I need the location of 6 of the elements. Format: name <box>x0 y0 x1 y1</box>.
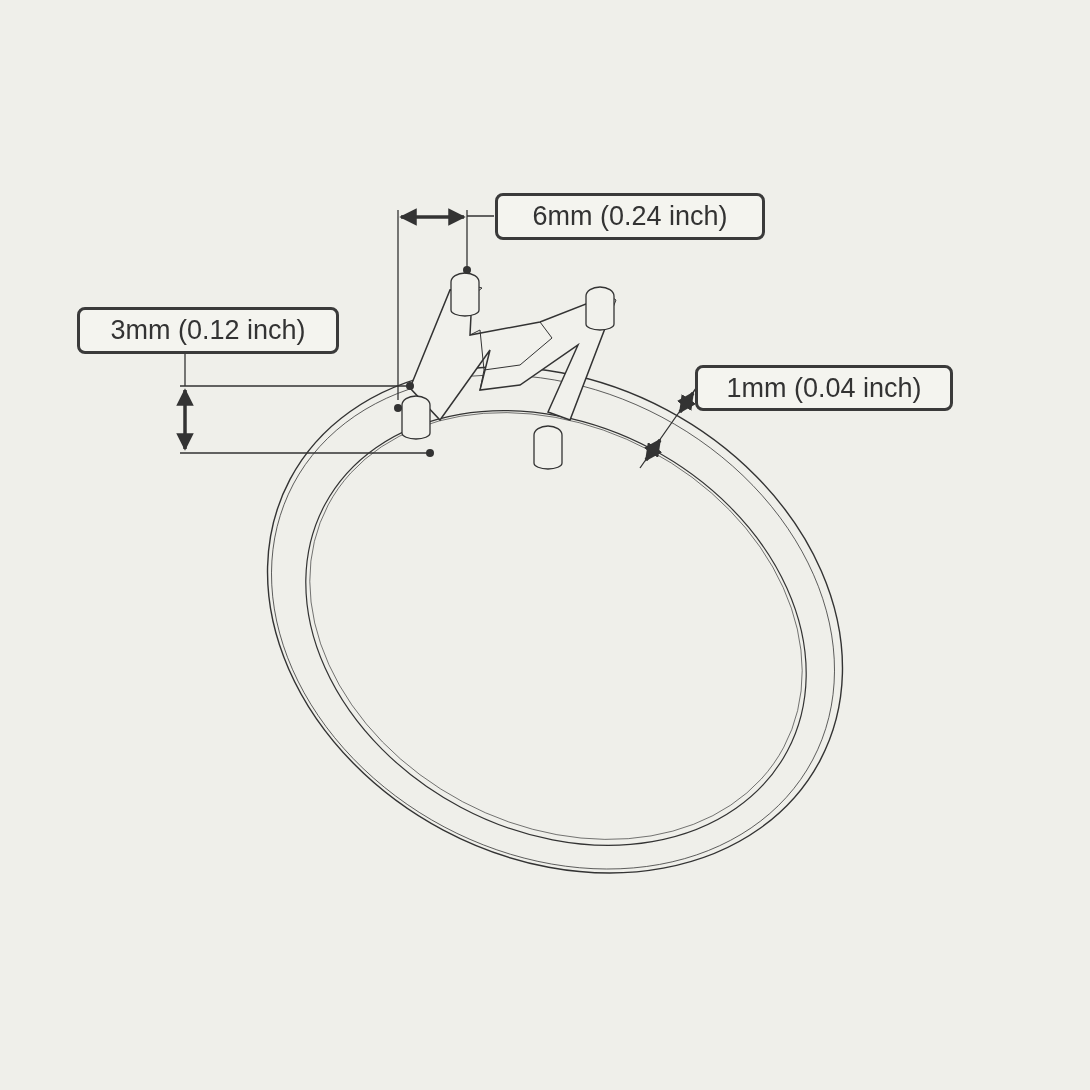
dimension-label-box <box>695 365 953 411</box>
dimension-label-box <box>495 193 765 240</box>
dimension-label-box <box>77 307 339 354</box>
dimension-text: 6mm (0.24 inch) <box>532 201 728 232</box>
dimension-text: 3mm (0.12 inch) <box>110 315 306 346</box>
dimension-text: 1mm (0.04 inch) <box>726 372 922 404</box>
